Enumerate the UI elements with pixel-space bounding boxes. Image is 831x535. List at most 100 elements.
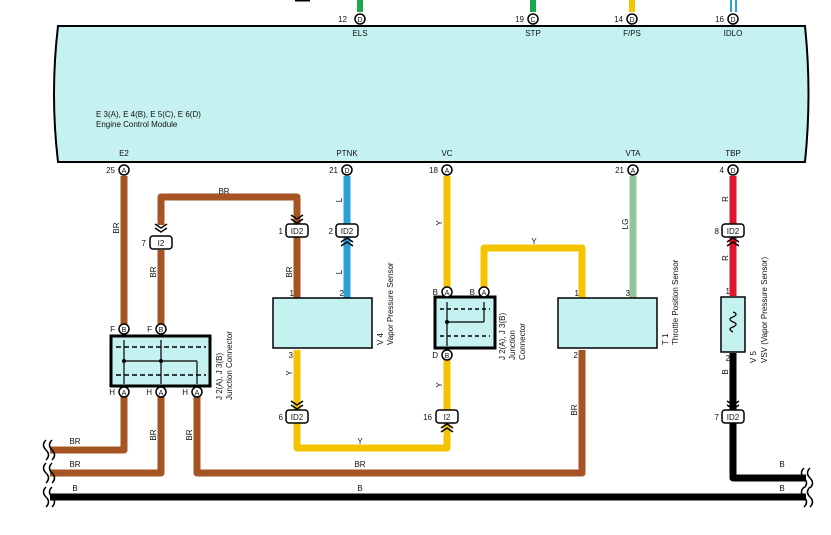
wire-color-labels: BR BR BR BR L L Y Y Y Y Y LG R R B BR BR… (69, 187, 784, 493)
throttle-position-sensor: 1 3 2 T 1 Throttle Position Sensor (557, 259, 680, 360)
svg-text:BR: BR (218, 187, 229, 196)
svg-text:BR: BR (112, 222, 121, 233)
svg-text:B: B (159, 327, 164, 334)
ecm-pin-stp: 19 C STP (515, 13, 541, 38)
connector-i2-pin7: 7 I2 (142, 223, 173, 250)
svg-text:D: D (629, 17, 634, 24)
svg-text:14: 14 (614, 15, 623, 24)
jc-left-ref: J 2(A), J 3(B) (215, 353, 224, 400)
ecm-connectors: E 3(A), E 4(B), E 5(C), E 6(D) (96, 110, 201, 119)
svg-text:B: B (470, 288, 475, 297)
svg-text:B: B (122, 327, 127, 334)
signal-tbp: TBP (725, 149, 741, 158)
svg-text:18: 18 (429, 166, 438, 175)
svg-text:ID2: ID2 (727, 413, 740, 422)
svg-text:B: B (779, 460, 784, 469)
inline-connectors: 1 ID2 2 ID2 8 ID2 6 ID2 7 ID2 (142, 214, 745, 433)
jc-left-name: Junction Connector (225, 331, 234, 400)
connector-id2-pin1: 1 ID2 (279, 214, 309, 238)
svg-text:16: 16 (715, 15, 724, 24)
jc-mid-name2: Connector (518, 323, 527, 360)
svg-text:STP: STP (525, 29, 541, 38)
svg-text:D: D (344, 168, 349, 175)
svg-text:19: 19 (515, 15, 524, 24)
svg-text:F: F (110, 325, 115, 334)
svg-text:F: F (147, 325, 152, 334)
signal-ptnk: PTNK (336, 149, 358, 158)
svg-text:A: A (445, 290, 450, 297)
svg-text:ID2: ID2 (291, 227, 304, 236)
svg-text:2: 2 (329, 227, 334, 236)
svg-text:21: 21 (615, 166, 624, 175)
svg-text:3: 3 (289, 351, 294, 360)
svg-text:H: H (182, 388, 188, 397)
svg-text:B: B (721, 369, 730, 374)
svg-text:A: A (159, 390, 164, 397)
svg-text:B: B (779, 484, 784, 493)
vps-ref: V 4 (376, 332, 385, 345)
connector-id2-pin8: 8 ID2 (715, 223, 745, 247)
svg-text:BR: BR (354, 460, 365, 469)
jc-mid-name: Junction (508, 330, 517, 360)
ecm-pin-els: 12 D ELS (338, 13, 368, 38)
svg-text:ID2: ID2 (291, 413, 304, 422)
svg-text:A: A (122, 390, 127, 397)
jc-mid-ref: J 2(A), J 3(B) (498, 313, 507, 360)
svg-text:BR: BR (69, 437, 80, 446)
svg-text:B: B (357, 484, 362, 493)
svg-text:Y: Y (285, 370, 294, 376)
svg-text:R: R (721, 255, 730, 261)
connector-id2-pin2: 2 ID2 (329, 223, 359, 247)
svg-text:ELS: ELS (352, 29, 367, 38)
svg-text:LG: LG (621, 219, 630, 230)
ecm-top-wires (295, 0, 737, 12)
signal-vc: VC (441, 149, 452, 158)
junction-connector-left: F B F B H A H A H A J 2(A), J 3(B) Junct… (109, 323, 234, 400)
ecm-pin-idlo: 16 D IDLO (715, 13, 742, 38)
svg-text:A: A (482, 290, 487, 297)
ecm-name: Engine Control Module (96, 120, 178, 129)
svg-text:L: L (335, 197, 344, 202)
vapor-pressure-sensor: 1 2 3 V 4 Vapor Pressure Sensor (272, 262, 395, 360)
svg-text:1: 1 (290, 289, 295, 298)
svg-text:D: D (357, 17, 362, 24)
ecm-bottom-pin-labels: E2 PTNK VC VTA TBP (119, 149, 741, 158)
svg-text:A: A (122, 168, 127, 175)
svg-text:Y: Y (531, 237, 537, 246)
svg-text:1: 1 (575, 289, 580, 298)
svg-text:C: C (530, 17, 535, 24)
svg-text:21: 21 (329, 166, 338, 175)
svg-text:B: B (72, 484, 77, 493)
svg-text:BR: BR (69, 460, 80, 469)
svg-text:H: H (109, 388, 115, 397)
svg-text:2: 2 (574, 351, 579, 360)
signal-vta: VTA (626, 149, 642, 158)
svg-text:6: 6 (279, 413, 284, 422)
ecm-bottom-pins: 25 A 21 D 18 A 21 A 4 D (106, 164, 739, 176)
svg-text:BR: BR (570, 404, 579, 415)
svg-text:D: D (730, 168, 735, 175)
vps-name: Vapor Pressure Sensor (386, 262, 395, 345)
svg-text:4: 4 (720, 166, 725, 175)
svg-text:D: D (432, 351, 438, 360)
svg-text:ID2: ID2 (341, 227, 354, 236)
svg-text:BR: BR (149, 429, 158, 440)
ecm-pin-fps: 14 D F/PS (614, 13, 641, 38)
svg-text:3: 3 (626, 289, 631, 298)
svg-text:Y: Y (357, 437, 363, 446)
svg-text:1: 1 (279, 227, 284, 236)
svg-text:BR: BR (149, 266, 158, 277)
vsv-name: VSV (Vapor Pressure Sensor) (760, 257, 769, 363)
svg-text:Y: Y (435, 382, 444, 388)
svg-text:R: R (721, 196, 730, 202)
svg-text:2: 2 (340, 289, 345, 298)
svg-text:7: 7 (142, 239, 147, 248)
ecm-top-pins: 12 D ELS 19 C STP 14 D F/PS 16 D IDLO (338, 13, 742, 38)
vsv-ref: V 5 (749, 350, 758, 363)
svg-text:I2: I2 (158, 239, 165, 248)
signal-e2: E2 (119, 149, 129, 158)
svg-text:7: 7 (715, 413, 720, 422)
svg-text:16: 16 (423, 413, 432, 422)
svg-text:B: B (433, 288, 438, 297)
